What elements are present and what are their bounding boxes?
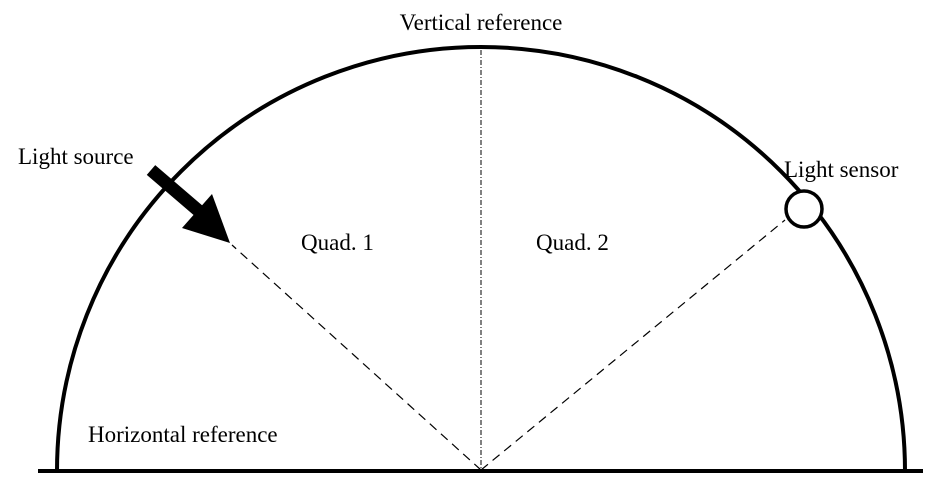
vertical-reference-label: Vertical reference (400, 10, 563, 35)
light-sensor-icon (784, 189, 824, 229)
quad2-label: Quad. 2 (536, 230, 609, 255)
hemisphere-arc (55, 45, 907, 472)
light-sensor-label: Light sensor (784, 157, 899, 182)
horizontal-reference-label: Horizontal reference (88, 422, 278, 447)
light-source-ray (231, 244, 482, 471)
light-source-arrow-icon (146, 165, 230, 243)
light-source-label: Light source (18, 144, 134, 169)
quad1-label: Quad. 1 (301, 230, 374, 255)
light-sensor-ray (480, 219, 786, 471)
